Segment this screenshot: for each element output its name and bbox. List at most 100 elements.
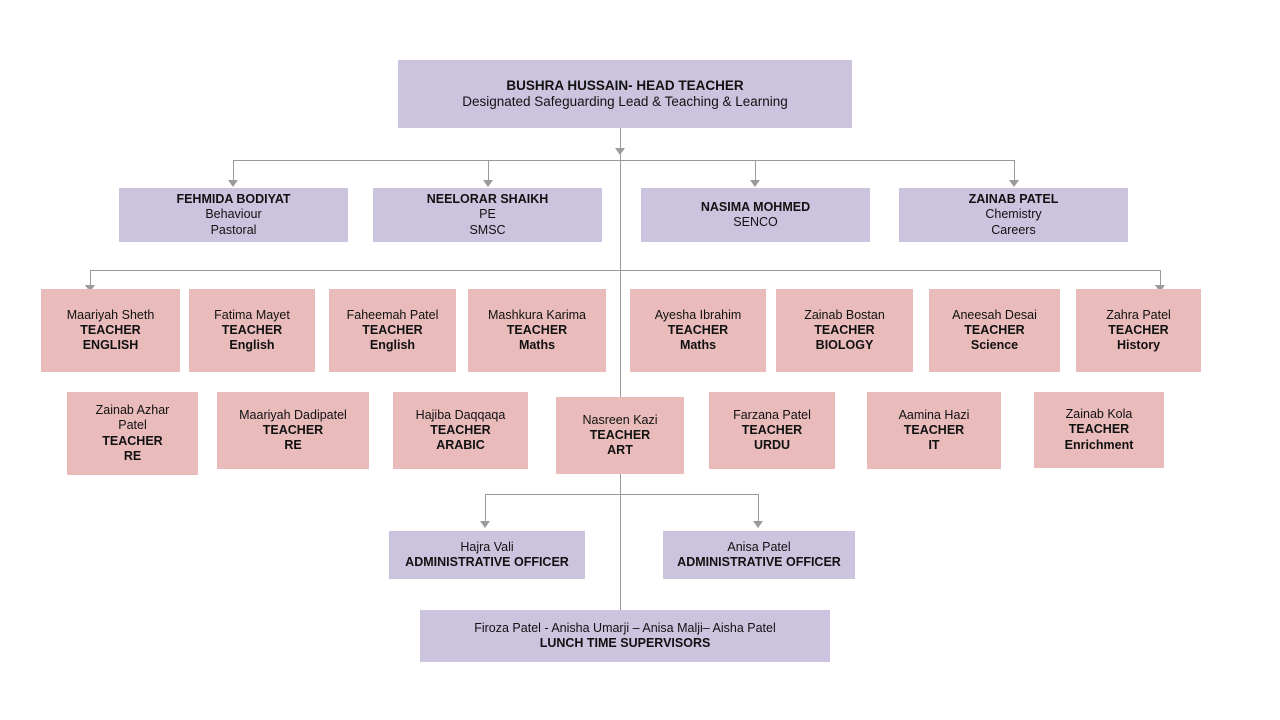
teacher-title: TEACHER <box>741 422 803 437</box>
teacher-title: TEACHER <box>1108 322 1169 337</box>
leadership-line2: Behaviour <box>205 207 262 222</box>
teacher-subject: English <box>229 338 275 353</box>
node-teacher-zainab-azhar-patel[interactable]: Zainab Azhar Patel TEACHER RE <box>67 392 198 475</box>
connector-drop-leadership-1 <box>233 160 234 182</box>
leadership-line3: SMSC <box>469 222 506 237</box>
node-teacher-maariyah-dadipatel[interactable]: Maariyah Dadipatel TEACHER RE <box>217 392 369 469</box>
teacher-subject: RE <box>284 438 302 453</box>
connector-arrow-admin-left <box>480 521 490 528</box>
lunch-title: LUNCH TIME SUPERVISORS <box>539 636 711 650</box>
teacher-subject: History <box>1116 338 1161 353</box>
leadership-name: FEHMIDA BODIYAT <box>176 192 291 207</box>
node-teacher-zainab-kola[interactable]: Zainab Kola TEACHER Enrichment <box>1034 392 1164 468</box>
node-leadership-neelorar-shaikh[interactable]: NEELORAR SHAIKH PE SMSC <box>373 188 602 242</box>
node-head-teacher[interactable]: BUSHRA HUSSAIN- HEAD TEACHER Designated … <box>398 60 852 128</box>
connector-bus-admin <box>485 494 758 495</box>
lunch-names: Firoza Patel - Anisha Umarji – Anisa Mal… <box>474 620 776 635</box>
node-teacher-faheemah-patel[interactable]: Faheemah Patel TEACHER English <box>329 289 456 372</box>
teacher-subject: URDU <box>753 438 791 453</box>
teacher-subject: Maths <box>518 338 556 353</box>
connector-arrow-leadership-4 <box>1009 180 1019 187</box>
connector-arrow-admin-right <box>753 521 763 528</box>
teacher-name: Faheemah Patel <box>346 307 439 322</box>
admin-name: Hajra Vali <box>460 539 514 554</box>
teacher-subject: ENGLISH <box>82 338 139 353</box>
connector-drop-leadership-4 <box>1014 160 1015 182</box>
connector-bus-leadership <box>233 160 1014 161</box>
node-lunch-time-supervisors[interactable]: Firoza Patel - Anisha Umarji – Anisa Mal… <box>420 610 830 662</box>
teacher-subject: Enrichment <box>1064 437 1134 452</box>
teacher-title: TEACHER <box>1068 422 1130 437</box>
teacher-subject: English <box>369 338 416 353</box>
teacher-name-cont: Patel <box>118 418 147 433</box>
teacher-title: TEACHER <box>80 322 141 337</box>
node-teacher-fatima-mayet[interactable]: Fatima Mayet TEACHER English <box>189 289 315 372</box>
teacher-name: Zahra Patel <box>1106 307 1171 322</box>
teacher-title: TEACHER <box>221 322 283 337</box>
leadership-name: NEELORAR SHAIKH <box>426 192 549 207</box>
connector-drop-admin-left <box>485 494 486 521</box>
connector-bus-teachers <box>90 270 1160 271</box>
admin-title: ADMINISTRATIVE OFFICER <box>405 555 569 569</box>
teacher-name: Zainab Kola <box>1065 407 1133 422</box>
connector-central-spine-lower <box>620 477 621 610</box>
head-teacher-role: Designated Safeguarding Lead & Teaching … <box>462 94 788 109</box>
node-admin-anisa-patel[interactable]: Anisa Patel ADMINISTRATIVE OFFICER <box>663 531 855 579</box>
leadership-name: ZAINAB PATEL <box>968 192 1059 207</box>
connector-arrow-leadership-3 <box>750 180 760 187</box>
teacher-subject: ART <box>607 443 633 458</box>
teacher-name: Aneesah Desai <box>952 307 1037 322</box>
node-teacher-zainab-bostan[interactable]: Zainab Bostan TEACHER BIOLOGY <box>776 289 913 372</box>
teacher-name: Zainab Azhar <box>95 403 170 417</box>
connector-drop-teachers-right <box>1160 270 1161 287</box>
teacher-name: Nasreen Kazi <box>582 412 658 427</box>
teacher-name: Hajiba Daqqaqa <box>415 407 506 422</box>
connector-arrow-leadership-2 <box>483 180 493 187</box>
teacher-title: TEACHER <box>506 322 568 337</box>
teacher-name: Aamina Hazi <box>898 407 970 422</box>
node-teacher-maariyah-sheth[interactable]: Maariyah Sheth TEACHER ENGLISH <box>41 289 180 372</box>
teacher-name: Maariyah Sheth <box>66 307 155 322</box>
connector-drop-admin-right <box>758 494 759 521</box>
leadership-line3: Careers <box>991 222 1036 237</box>
node-teacher-nasreen-kazi[interactable]: Nasreen Kazi TEACHER ART <box>556 397 684 474</box>
node-leadership-zainab-patel[interactable]: ZAINAB PATEL Chemistry Careers <box>899 188 1128 242</box>
node-teacher-zahra-patel[interactable]: Zahra Patel TEACHER History <box>1076 289 1201 372</box>
teacher-title: TEACHER <box>362 322 423 337</box>
connector-arrow-teachers-right <box>1155 285 1165 292</box>
teacher-name: Ayesha Ibrahim <box>654 307 742 322</box>
connector-drop-leadership-3 <box>755 160 756 182</box>
node-teacher-aneesah-desai[interactable]: Aneesah Desai TEACHER Science <box>929 289 1060 372</box>
connector-arrow-teachers-left <box>85 285 95 292</box>
teacher-title: TEACHER <box>102 433 163 448</box>
teacher-title: TEACHER <box>814 322 875 337</box>
node-leadership-nasima-mohmed[interactable]: NASIMA MOHMED SENCO <box>641 188 870 242</box>
leadership-name: NASIMA MOHMED <box>700 199 811 214</box>
node-teacher-farzana-patel[interactable]: Farzana Patel TEACHER URDU <box>709 392 835 469</box>
teacher-name: Fatima Mayet <box>214 307 290 322</box>
admin-name: Anisa Patel <box>727 539 791 554</box>
node-leadership-fehmida-bodiyat[interactable]: FEHMIDA BODIYAT Behaviour Pastoral <box>119 188 348 242</box>
node-teacher-mashkura-karima[interactable]: Mashkura Karima TEACHER Maths <box>468 289 606 372</box>
teacher-subject: Maths <box>679 338 717 353</box>
node-teacher-ayesha-ibrahim[interactable]: Ayesha Ibrahim TEACHER Maths <box>630 289 766 372</box>
connector-arrow-leadership-1 <box>228 180 238 187</box>
teacher-subject: ARABIC <box>436 438 485 453</box>
teacher-subject: IT <box>928 438 940 453</box>
teacher-name: Zainab Bostan <box>804 307 885 322</box>
head-teacher-name: BUSHRA HUSSAIN- HEAD TEACHER <box>506 77 744 93</box>
node-teacher-hajiba-daqqaqa[interactable]: Hajiba Daqqaqa TEACHER ARABIC <box>393 392 528 469</box>
leadership-line3: Pastoral <box>210 222 257 237</box>
teacher-title: TEACHER <box>964 322 1025 337</box>
teacher-name: Maariyah Dadipatel <box>239 407 347 422</box>
leadership-line2: PE <box>479 207 496 222</box>
node-admin-hajra-vali[interactable]: Hajra Vali ADMINISTRATIVE OFFICER <box>389 531 585 579</box>
leadership-line2: Chemistry <box>985 207 1042 222</box>
teacher-title: TEACHER <box>667 322 729 337</box>
connector-central-spine <box>620 128 621 494</box>
node-teacher-aamina-hazi[interactable]: Aamina Hazi TEACHER IT <box>867 392 1001 469</box>
connector-arrow-head-down <box>615 148 625 155</box>
teacher-title: TEACHER <box>903 422 965 437</box>
teacher-title: TEACHER <box>589 427 651 442</box>
